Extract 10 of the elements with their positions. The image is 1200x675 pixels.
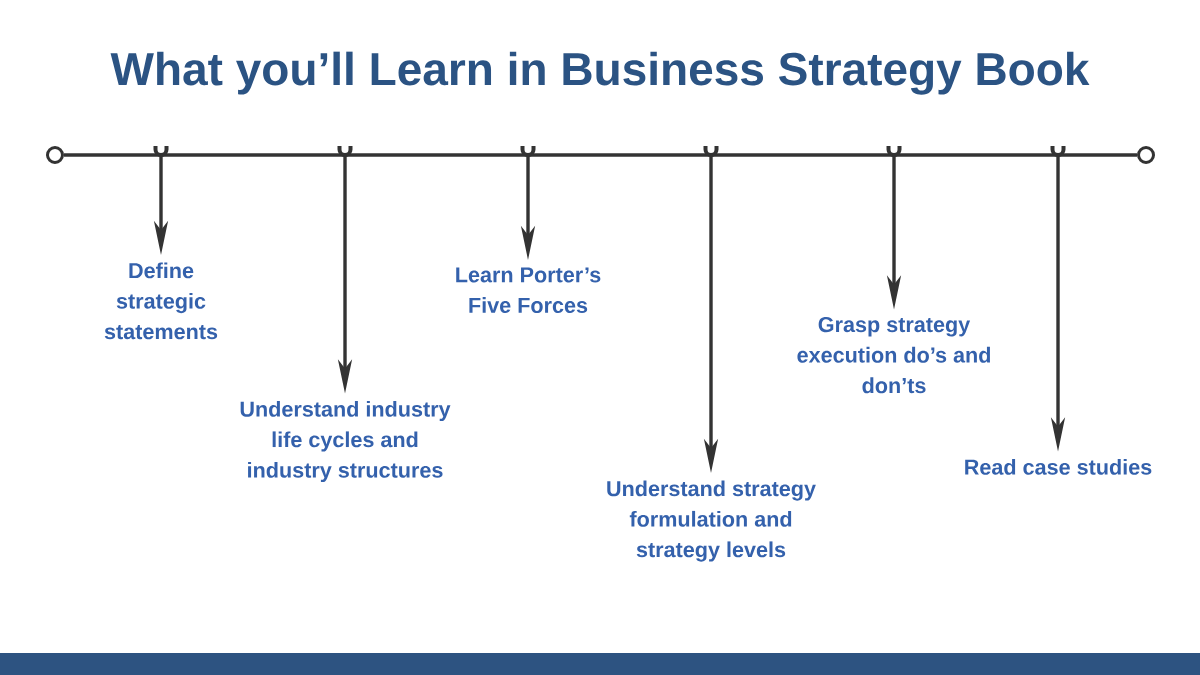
step-text: Read case studies — [965, 458, 1152, 475]
title: What you’ll Learn in Business Strategy Book — [110, 51, 1090, 95]
timeline — [64, 153, 1137, 157]
step-text: Learn Porter’s Five Forces — [456, 267, 601, 313]
step-text: Understand strategy formulation and strategy levels — [607, 480, 816, 562]
end-circle — [1137, 146, 1155, 164]
step-text: Understand industry life cycles and industry structures — [240, 400, 451, 483]
step-text: Grasp strategy execution do’s and don’ts — [797, 316, 990, 394]
end-circle — [46, 146, 64, 164]
step-text: Define strategic statements — [104, 262, 218, 340]
